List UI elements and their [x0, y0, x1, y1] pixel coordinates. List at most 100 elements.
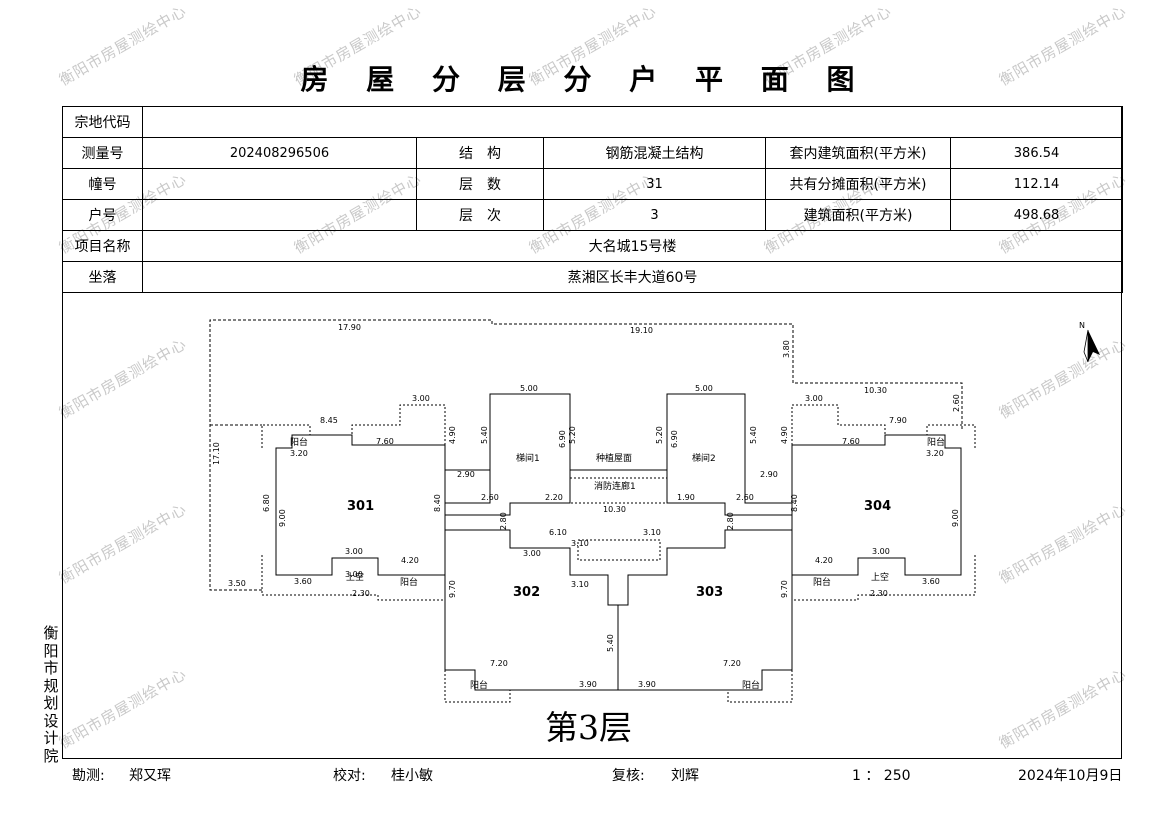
dim-label: 3.10: [571, 580, 589, 589]
room-balcony: 阳台: [742, 679, 760, 691]
footer: 勘测: 郑又珲 校对: 桂小敏 复核: 刘辉 1 ： 250 2024年10月9…: [0, 765, 1169, 785]
survey-no-label: 测量号: [62, 137, 143, 169]
location-value: 蒸湘区长丰大道60号: [141, 261, 1124, 293]
room-balcony: 阳台: [470, 679, 488, 691]
dim-label: 9.00: [278, 509, 287, 527]
dim-label: 17.90: [338, 323, 361, 332]
dim-label: 2.90: [457, 470, 475, 479]
dim-label: 7.60: [376, 437, 394, 446]
dim-label: 8.40: [790, 494, 799, 512]
reviewer-name: 刘辉: [671, 768, 699, 784]
dim-label: 5.20: [568, 426, 577, 444]
balcony-304-top: [791, 404, 976, 448]
dim-label: 8.45: [320, 416, 338, 425]
balcony-303: [727, 670, 793, 703]
room-void: 上空: [346, 571, 364, 583]
unit-label-301: 301: [347, 499, 374, 514]
dim-label: 3.90: [579, 680, 597, 689]
balcony-302: [444, 670, 511, 703]
project-label: 项目名称: [62, 230, 143, 262]
checker-label: 校对:: [333, 768, 366, 784]
dim-label: 9.70: [448, 580, 457, 598]
unit-label-303: 303: [696, 585, 723, 600]
dim-label: 4.90: [780, 426, 789, 444]
shared-area-label: 共有分摊面积(平方米): [765, 168, 951, 200]
stair-1-wall: [489, 393, 571, 470]
dim-label: 3.00: [345, 547, 363, 556]
dim-label: 6.90: [558, 430, 567, 448]
dim-label: 10.30: [864, 386, 887, 395]
floors-value: 31: [543, 168, 766, 200]
info-row: 项目名称 大名城15号楼: [62, 230, 1124, 262]
room-stair-2: 梯间2: [692, 452, 716, 464]
dim-label: 6.10: [549, 528, 567, 537]
dim-label: 2.20: [545, 493, 563, 502]
info-row: 幢号 层 数 31 共有分摊面积(平方米) 112.14: [62, 168, 1124, 200]
room-fire-corridor: 消防连廊1: [594, 480, 636, 492]
unit-label-304: 304: [864, 499, 891, 514]
shared-area-value: 112.14: [949, 168, 1124, 200]
dim-label: 3.10: [643, 528, 661, 537]
info-row: 坐落 蒸湘区长丰大道60号: [62, 261, 1124, 293]
dim-label: 2.60: [481, 493, 499, 502]
dim-label: 8.40: [433, 494, 442, 512]
building-label: 幢号: [62, 168, 143, 200]
reviewer-label: 复核:: [612, 768, 645, 784]
surveyor-label: 勘测:: [72, 768, 105, 784]
wall-301: [275, 434, 446, 600]
north-arrow-icon: [1083, 329, 1100, 363]
dim-label: 2.80: [499, 512, 508, 530]
dim-label: 5.00: [520, 384, 538, 393]
unit-label-302: 302: [513, 585, 540, 600]
dim-label: 3.00: [345, 570, 363, 579]
dim-label: 2.90: [760, 470, 778, 479]
info-row: 户号 层 次 3 建筑面积(平方米) 498.68: [62, 199, 1124, 231]
center-core-lower: [577, 539, 661, 561]
dim-label: 7.20: [723, 659, 741, 668]
dim-label: 4.90: [448, 426, 457, 444]
dim-label: 1.90: [677, 493, 695, 502]
dim-label: 3.20: [926, 449, 944, 458]
room-balcony: 阳台: [290, 436, 308, 448]
dim-label: 7.20: [490, 659, 508, 668]
total-area-label: 建筑面积(平方米): [765, 199, 951, 231]
dim-label: 3.00: [412, 394, 430, 403]
dim-label: 7.90: [889, 416, 907, 425]
dim-label: 10.30: [603, 505, 626, 514]
dim-label: 3.60: [922, 577, 940, 586]
room-balcony: 阳台: [400, 576, 418, 588]
dim-label: 3.10: [571, 539, 589, 548]
inner-area-value: 386.54: [949, 137, 1124, 169]
wall-304: [791, 434, 962, 600]
dim-label: 2.60: [736, 493, 754, 502]
dim-label: 6.80: [262, 494, 271, 512]
info-row: 测量号 202408296506 结 构 钢筋混凝土结构 套内建筑面积(平方米)…: [62, 137, 1124, 169]
dim-label: 7.60: [842, 437, 860, 446]
total-area-value: 498.68: [949, 199, 1124, 231]
fire-corridor: [569, 477, 668, 504]
page-title: 房 屋 分 层 分 户 平 面 图: [300, 63, 869, 96]
inner-area-label: 套内建筑面积(平方米): [765, 137, 951, 169]
dim-label: 4.20: [401, 556, 419, 565]
dim-label: 5.40: [606, 634, 615, 652]
north-label: N: [1079, 321, 1085, 330]
room-balcony: 阳台: [927, 436, 945, 448]
balcony-301-top: [261, 404, 446, 448]
dim-label: 9.70: [780, 580, 789, 598]
date-text: 2024年10月9日: [1018, 768, 1123, 784]
room-stair-1: 梯间1: [516, 452, 540, 464]
room-planting-roof: 种植屋面: [596, 452, 632, 464]
dim-label: 2.60: [952, 394, 961, 412]
dim-label: 5.20: [655, 426, 664, 444]
dim-label: 3.60: [294, 577, 312, 586]
structure-label: 结 构: [416, 137, 544, 169]
dim-label: 2.30: [352, 589, 370, 598]
surveyor-name: 郑又珲: [129, 768, 171, 784]
info-table: 宗地代码 测量号 202408296506 结 构 钢筋混凝土结构 套内建筑面积…: [62, 106, 1124, 293]
balcony-301-bottom: [261, 555, 445, 601]
scale-text: 1 ： 250: [852, 768, 911, 784]
dim-label: 19.10: [630, 326, 653, 335]
stair-2-wall: [666, 393, 746, 470]
balcony-304-bottom: [792, 555, 976, 601]
